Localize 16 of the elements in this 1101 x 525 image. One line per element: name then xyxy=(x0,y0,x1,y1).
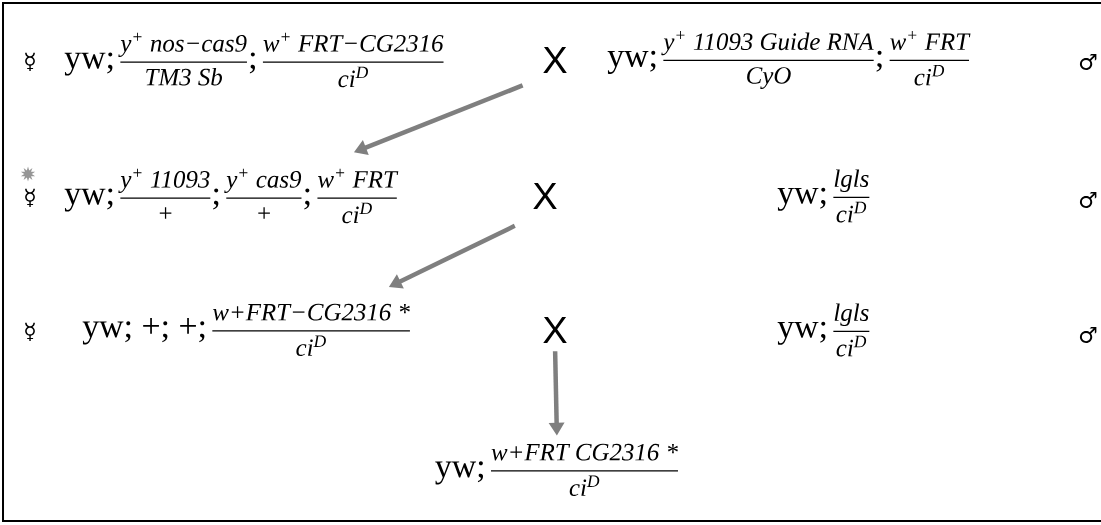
genotype-formula: yw; y$^{+}$ 11093 + ; y$^{+}$ cas9 + ; w$^{+}$ FRT ci$^{D}$ xyxy=(64,168,399,224)
sex-symbol: ☿ xyxy=(25,52,35,72)
cross-sign: X xyxy=(533,182,557,209)
sex-symbol: ♂ xyxy=(1079,191,1097,209)
cross-sign: X xyxy=(543,316,567,343)
genotype-formula: yw; +; +; w+FRT−CG2316 * ci$^{D}$ xyxy=(82,303,411,357)
genotype-formula: yw; y$^{+}$ 11093 Guide RNA CyO ; w$^{+}$ FRT ci$^{D}$ xyxy=(607,31,971,89)
sex-symbol: ♂ xyxy=(1079,326,1097,344)
genotype-formula: yw; lgls ci$^{D}$ xyxy=(777,169,870,223)
genotype-formula: yw; lgls ci$^{D}$ xyxy=(777,303,870,357)
sex-symbol: ♂ xyxy=(1079,53,1097,71)
sex-symbol: ☿ xyxy=(25,322,35,342)
genotype-formula: yw; w+FRT CG2316 * ci$^{D}$ xyxy=(435,443,679,497)
sex-symbol: ☿ xyxy=(25,188,35,208)
genotype-formula: yw; y$^{+}$ nos−cas9 TM3 Sb ; w$^{+}$ FRT−CG2316 ci$^{D}$ xyxy=(64,32,445,88)
cross-sign: X xyxy=(543,46,567,73)
